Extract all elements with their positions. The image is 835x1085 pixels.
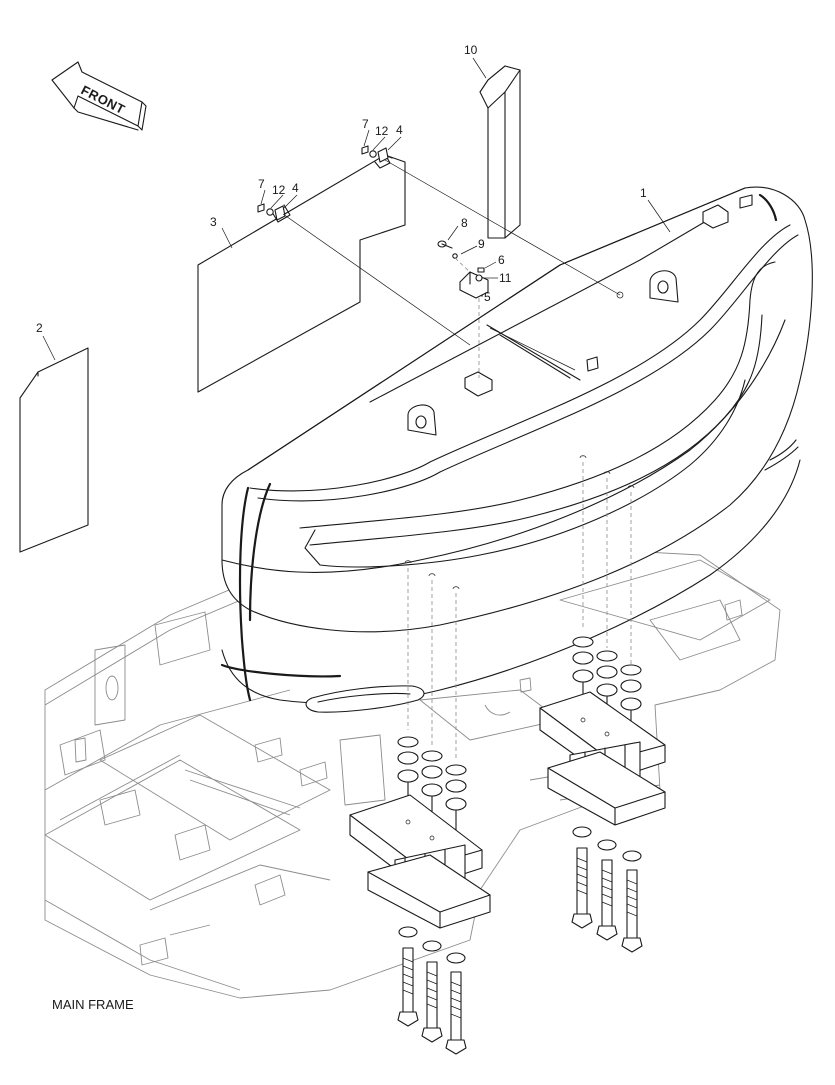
callout-6: 6	[498, 253, 505, 267]
main-frame-label: MAIN FRAME	[52, 997, 134, 1012]
front-direction-arrow: FRONT	[51, 61, 147, 131]
leader-lines	[42, 57, 671, 361]
callout-2: 2	[36, 321, 43, 335]
callout-4-lower: 4	[292, 181, 299, 195]
callout-11: 11	[499, 271, 512, 285]
callout-1: 1	[640, 186, 647, 200]
callout-4-upper: 4	[396, 123, 403, 137]
left-mount-stack	[349, 560, 491, 1055]
callout-3: 3	[210, 215, 217, 229]
part-10-plate	[479, 65, 521, 239]
callout-9: 9	[478, 237, 485, 251]
part-3-plate	[197, 154, 406, 393]
callout-7-upper: 7	[362, 117, 369, 131]
callout-labels: 1 2 3 4 4 5 6 7 7 8 9 10 11 12 12	[36, 43, 647, 335]
callout-8: 8	[461, 216, 468, 230]
hardware-group-upper	[257, 145, 621, 378]
counterweight-part-1	[220, 186, 813, 713]
callout-12-lower: 12	[272, 183, 286, 197]
callout-12-upper: 12	[375, 124, 389, 138]
callout-10: 10	[464, 43, 478, 57]
callout-7-lower: 7	[258, 177, 265, 191]
right-mount-stack	[539, 455, 666, 953]
callout-5: 5	[484, 290, 491, 304]
part-2-plate	[19, 347, 89, 553]
